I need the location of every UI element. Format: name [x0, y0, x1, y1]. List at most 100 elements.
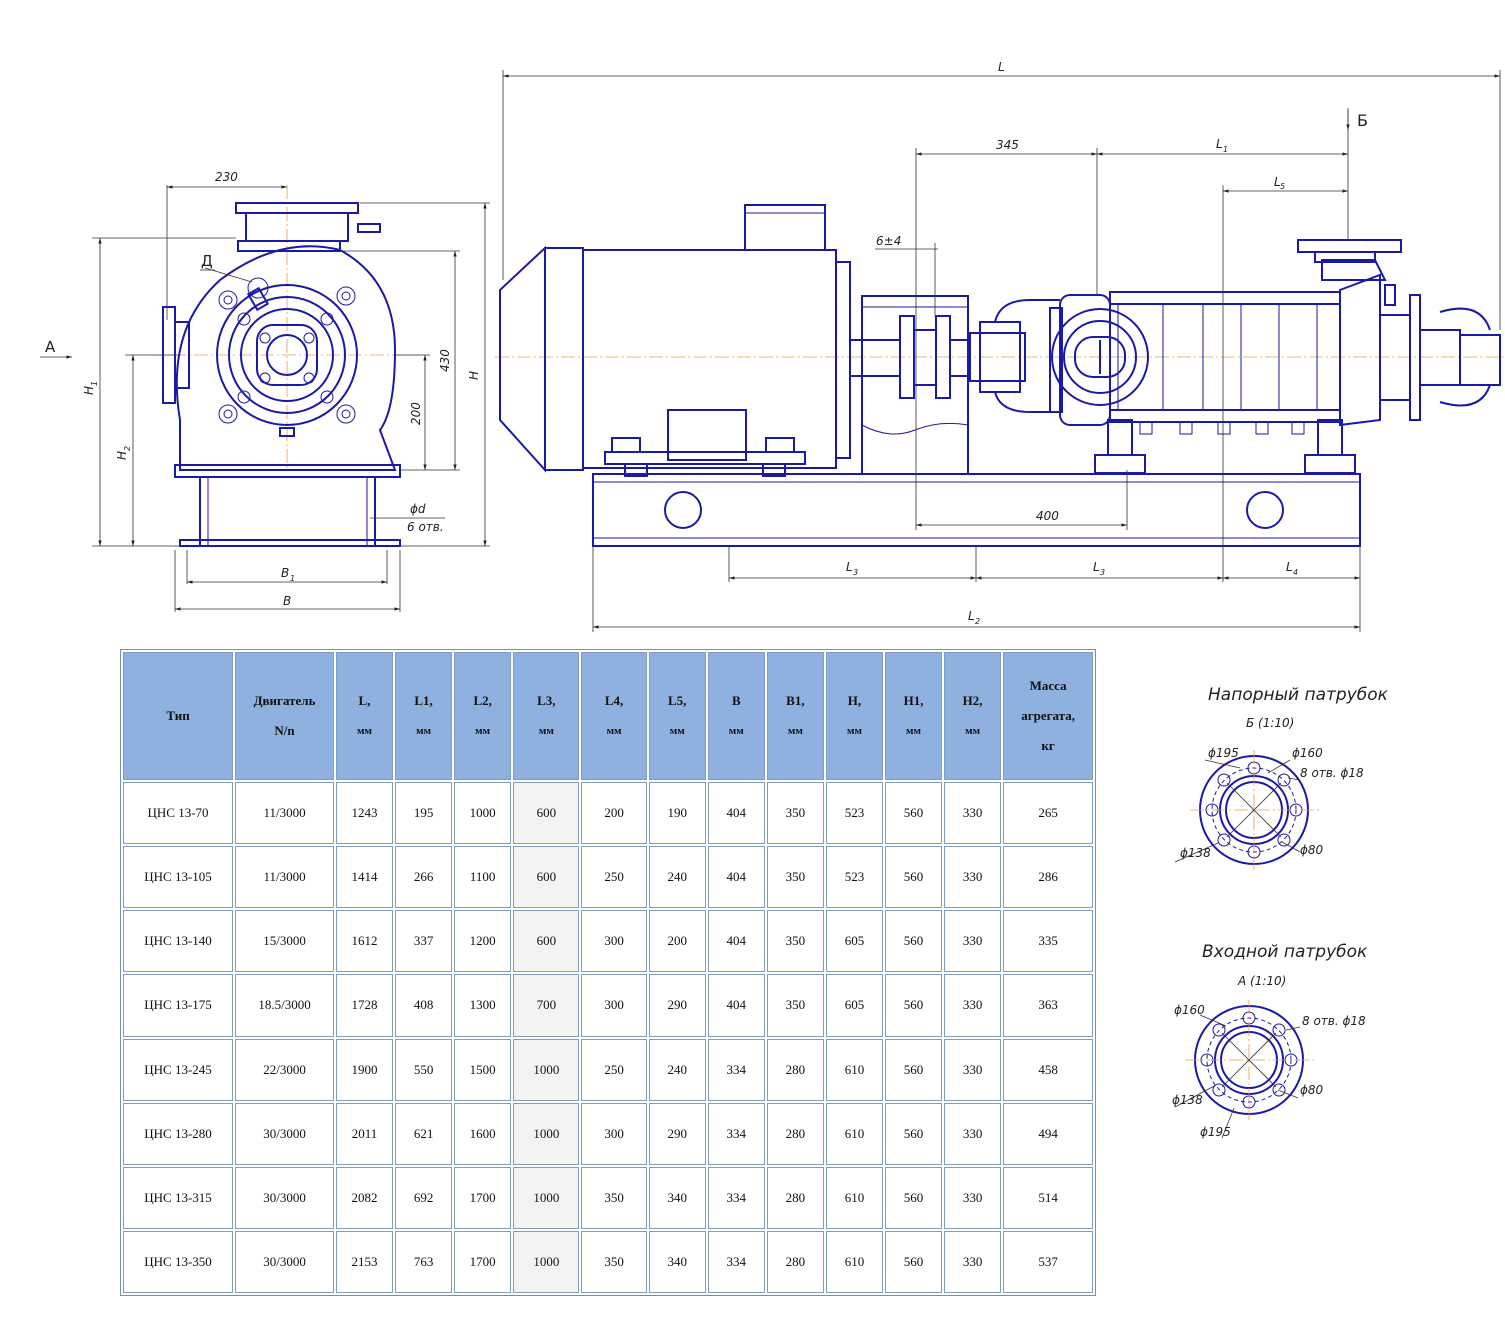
- outlet-d160: ϕ160: [1292, 746, 1323, 760]
- table-cell: 340: [648, 1230, 706, 1293]
- table-cell: 560: [885, 782, 943, 845]
- table-cell: 1414: [335, 846, 394, 909]
- table-cell: 2011: [335, 1102, 394, 1165]
- table-cell: 330: [944, 1230, 1002, 1293]
- table-cell: 330: [944, 974, 1002, 1037]
- label-l5-sub: 5: [1280, 182, 1285, 191]
- table-cell: 1700: [454, 1230, 512, 1293]
- table-cell: 330: [944, 1166, 1002, 1229]
- table-cell: 195: [395, 782, 453, 845]
- table-cell: 280: [766, 1166, 824, 1229]
- column-header-line: L1,: [414, 693, 433, 708]
- table-cell: 560: [885, 910, 943, 973]
- table-cell: 560: [885, 846, 943, 909]
- table-cell: 350: [766, 782, 824, 845]
- front-view: 230 430 200 H H 1 H 2 B 1 B Д А ϕd 6 отв…: [40, 170, 490, 612]
- table-cell: ЦНС 13-315: [123, 1166, 234, 1229]
- label-b1: B: [281, 566, 289, 580]
- label-h2: H: [115, 451, 129, 460]
- column-header: L4, мм: [581, 652, 647, 780]
- table-cell: ЦНС 13-245: [123, 1038, 234, 1101]
- table-cell: 1100: [454, 846, 512, 909]
- table-cell: 290: [648, 974, 706, 1037]
- column-header-line: мм: [669, 725, 685, 737]
- table-cell: 610: [825, 1102, 883, 1165]
- technical-drawing: 230 430 200 H H 1 H 2 B 1 B Д А ϕd 6 отв…: [40, 60, 1505, 632]
- table-cell: 280: [766, 1102, 824, 1165]
- label-l5: L: [1274, 175, 1281, 189]
- table-cell: 18.5/3000: [235, 974, 334, 1037]
- table-cell: ЦНС 13-175: [123, 974, 234, 1037]
- table-cell: 700: [513, 974, 580, 1037]
- table-cell: 600: [513, 782, 580, 845]
- outlet-flange: Напорный патрубок Б (1:10) ϕ195 ϕ160 8 о…: [1174, 685, 1389, 870]
- column-header-line: L,: [358, 693, 371, 708]
- column-header-line: L3,: [537, 693, 556, 708]
- outlet-flange-title: Напорный патрубок: [1208, 685, 1389, 705]
- table-cell: 250: [581, 1038, 647, 1101]
- inlet-flange: Входной патрубок А (1:10) ϕ160 8 отв. ϕ1…: [1172, 942, 1368, 1139]
- column-header-line: мм: [787, 725, 803, 737]
- column-header: H2,мм: [944, 652, 1002, 780]
- column-header-line: мм: [965, 725, 981, 737]
- column-header: B1,мм: [766, 652, 824, 780]
- label-l3-a: L: [846, 560, 853, 574]
- table-cell: 30/3000: [235, 1166, 334, 1229]
- dim-230: 230: [215, 170, 238, 184]
- table-cell: 363: [1003, 974, 1093, 1037]
- table-cell: 350: [766, 846, 824, 909]
- label-l3-b-sub: 3: [1100, 568, 1105, 577]
- label-b: B: [283, 594, 291, 608]
- table-cell: 404: [707, 910, 765, 973]
- table-cell: 560: [885, 974, 943, 1037]
- table-cell: 335: [1003, 910, 1093, 973]
- side-view: L 345 L 1 L 5 Б 6±4 400 L 3 L 3 L 4 L 2: [495, 60, 1505, 632]
- inlet-d160: ϕ160: [1174, 1003, 1205, 1017]
- table-cell: 340: [648, 1166, 706, 1229]
- table-cell: 1612: [335, 910, 394, 973]
- table-cell: 2082: [335, 1166, 394, 1229]
- column-header-line: L4,: [604, 693, 624, 708]
- column-header: L5,мм: [648, 652, 706, 780]
- column-header-line: мм: [906, 725, 922, 737]
- label-l: L: [998, 60, 1005, 74]
- column-header-line: кг: [1041, 738, 1055, 753]
- table-cell: 15/3000: [235, 910, 334, 973]
- table-cell: 458: [1003, 1038, 1093, 1101]
- table-cell: 600: [513, 846, 580, 909]
- table-cell: ЦНС 13-350: [123, 1230, 234, 1293]
- table-cell: 1728: [335, 974, 394, 1037]
- table-cell: ЦНС 13-70: [123, 782, 234, 845]
- column-header-line: Тип: [166, 708, 190, 723]
- column-header: L3,мм: [513, 652, 580, 780]
- table-cell: 1600: [454, 1102, 512, 1165]
- column-header-line: мм: [728, 725, 744, 737]
- column-header-line: мм: [606, 725, 622, 737]
- column-header: L2,мм: [454, 652, 512, 780]
- table-cell: 404: [707, 782, 765, 845]
- table-cell: 190: [648, 782, 706, 845]
- outlet-d138: ϕ138: [1180, 846, 1211, 860]
- table-cell: 330: [944, 1038, 1002, 1101]
- table-cell: 11/3000: [235, 846, 334, 909]
- label-h: H: [467, 371, 481, 380]
- table-cell: 337: [395, 910, 453, 973]
- dim-gap: 6±4: [876, 234, 901, 248]
- table-cell: 523: [825, 782, 883, 845]
- inlet-d80: ϕ80: [1300, 1083, 1324, 1097]
- table-cell: 1000: [513, 1038, 580, 1101]
- table-cell: 1000: [454, 782, 512, 845]
- table-cell: ЦНС 13-280: [123, 1102, 234, 1165]
- column-header-line: мм: [475, 725, 491, 737]
- dim-200: 200: [409, 402, 423, 425]
- hole-count: 6 отв.: [407, 520, 444, 534]
- inlet-d138: ϕ138: [1172, 1093, 1203, 1107]
- inlet-flange-view: А (1:10): [1237, 974, 1286, 988]
- table-cell: 1000: [513, 1230, 580, 1293]
- flange-details: Напорный патрубок Б (1:10) ϕ195 ϕ160 8 о…: [1172, 685, 1389, 1139]
